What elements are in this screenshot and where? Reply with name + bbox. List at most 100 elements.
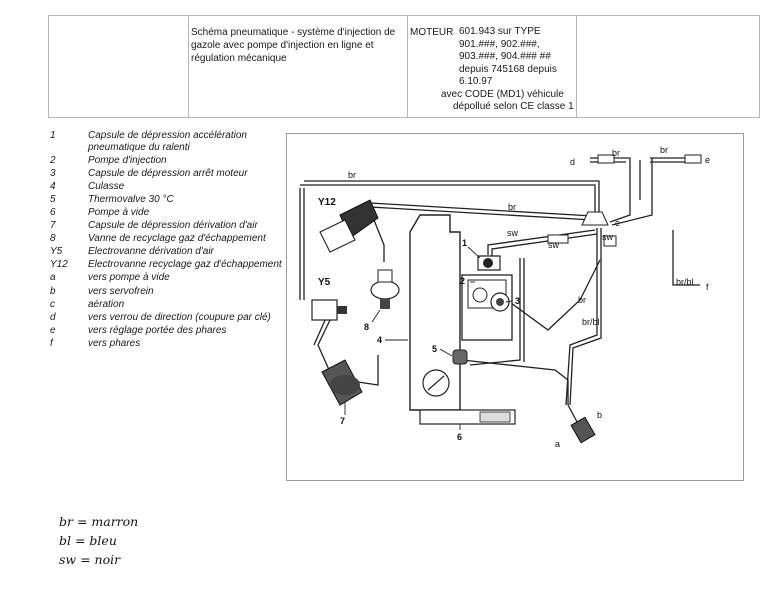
legend-key: Y12 (50, 259, 68, 271)
header-divider (576, 16, 577, 117)
label-y5: Y5 (318, 277, 331, 288)
label-e: e (705, 155, 710, 165)
legend-key: 8 (50, 233, 56, 245)
moteur-line: avec CODE (MD1) véhicule (441, 88, 564, 100)
abbreviation-item: br = marron (59, 514, 139, 529)
legend-text: Capsule de dépression accélération pneum… (88, 130, 247, 153)
legend-key: 7 (50, 220, 56, 232)
legend-key: c (50, 298, 55, 310)
label-br: br (348, 170, 356, 180)
diagram-title: Schéma pneumatique - système d'injection… (191, 27, 396, 64)
legend-text: Culasse (88, 180, 125, 192)
hose-brbl (565, 228, 602, 406)
legend-text: Capsule de dépression dérivation d'air (88, 220, 258, 232)
hose-e (611, 157, 700, 226)
legend-text: Electrovanne recyclage gaz d'échappement (88, 259, 282, 271)
legend-item: b vers servofrein (50, 286, 285, 298)
legend-text: Pompe à vide (88, 206, 150, 218)
legend-text: vers servofrein (88, 285, 154, 297)
moteur-line: 6.10.97 (459, 76, 493, 87)
moteur-line: depuis 745168 depuis (459, 63, 557, 75)
legend-list: 1 Capsule de dépression accélération pneu… (50, 130, 285, 351)
moteur-line: 901.###, 902.###, (459, 38, 540, 50)
legend-item: c aération (50, 299, 285, 311)
connector-ab (570, 416, 596, 444)
injection-pump-gauge (472, 287, 488, 303)
legend-item: 1 Capsule de dépression accélération pneu… (50, 130, 285, 153)
label-brbl: br/bl (676, 277, 694, 287)
egr-valve-8-base (380, 299, 390, 309)
legend-key: Y5 (50, 246, 63, 258)
hose-top-br (300, 180, 600, 215)
cylinder-head-cap-slot (427, 375, 445, 391)
y5-valve (311, 299, 338, 321)
hose-y12-br (369, 202, 594, 221)
y5-valve-connector (337, 306, 347, 314)
label-2: 2 (460, 276, 465, 286)
capsule-7-body (330, 375, 360, 395)
hose-f (672, 230, 700, 286)
label-br: br (660, 145, 668, 155)
legend-item: 6 Pompe à vide (50, 207, 285, 219)
legend-key: d (50, 311, 56, 323)
abbreviation-item: sw = noir (59, 552, 121, 567)
label-5: 5 (432, 344, 437, 354)
legend-key: 6 (50, 206, 56, 218)
y12-valve-body (319, 219, 356, 253)
legend-text: aération (88, 298, 125, 310)
moteur-line: 601.943 sur TYPE (459, 26, 541, 37)
hose-y5-side (313, 317, 327, 346)
thermovalve-5 (452, 349, 468, 365)
label-3: 3 (515, 296, 520, 306)
legend-text: Vanne de recyclage gaz d'échappement (88, 233, 266, 245)
label-y12: Y12 (318, 197, 336, 208)
egr-valve-8 (370, 280, 400, 300)
moteur-details: 601.943 sur TYPE 901.###, 902.###, 903.#… (441, 26, 579, 114)
cylinder-head (409, 214, 461, 411)
leader-5 (439, 348, 453, 357)
moteur-line: 903.###, 904.### ## (459, 51, 551, 62)
abbreviation-key: br = marron bl = bleu sw = noir (59, 512, 138, 569)
hose-sw (487, 229, 598, 257)
label-f: f (706, 282, 709, 292)
header-divider (407, 16, 408, 117)
moteur-line: dépollué selon CE classe 1 (453, 101, 574, 112)
legend-text: vers phares (88, 337, 141, 349)
legend-key: 1 (50, 130, 56, 141)
hose-left-vertical (299, 188, 305, 300)
label-c: c (615, 218, 620, 228)
legend-item: Y12 Electrovanne recyclage gaz d'échappem… (50, 259, 285, 271)
leader-1 (467, 246, 481, 259)
legend-item: 2 Pompe d'injection (50, 155, 285, 167)
connector-e (684, 154, 702, 164)
label-b: b (597, 410, 602, 420)
label-1: 1 (462, 238, 467, 248)
legend-text: vers réglage portée des phares (88, 324, 227, 336)
label-6: 6 (457, 432, 462, 442)
legend-item: 7 Capsule de dépression dérivation d'air (50, 220, 285, 232)
connector-d (597, 154, 615, 164)
legend-text: Pompe d'injection (88, 154, 167, 166)
label-sw: sw (602, 232, 614, 242)
vacuum-pump-body (479, 411, 511, 423)
legend-item: e vers réglage portée des phares (50, 325, 285, 337)
hose-8 (369, 209, 385, 262)
legend-key: b (50, 285, 56, 297)
label-a: a (555, 439, 560, 449)
hose-sw-down (469, 258, 525, 366)
legend-item: 8 Vanne de recyclage gaz d'échappement (50, 233, 285, 245)
capsule-1-center (483, 258, 493, 268)
label-7: 7 (340, 416, 345, 426)
label-sw: sw (548, 240, 560, 250)
abbreviation-item: bl = bleu (59, 533, 117, 548)
legend-key: e (50, 324, 56, 336)
label-4: 4 (377, 335, 382, 345)
label-8: 8 (364, 322, 369, 332)
legend-key: 2 (50, 154, 56, 166)
